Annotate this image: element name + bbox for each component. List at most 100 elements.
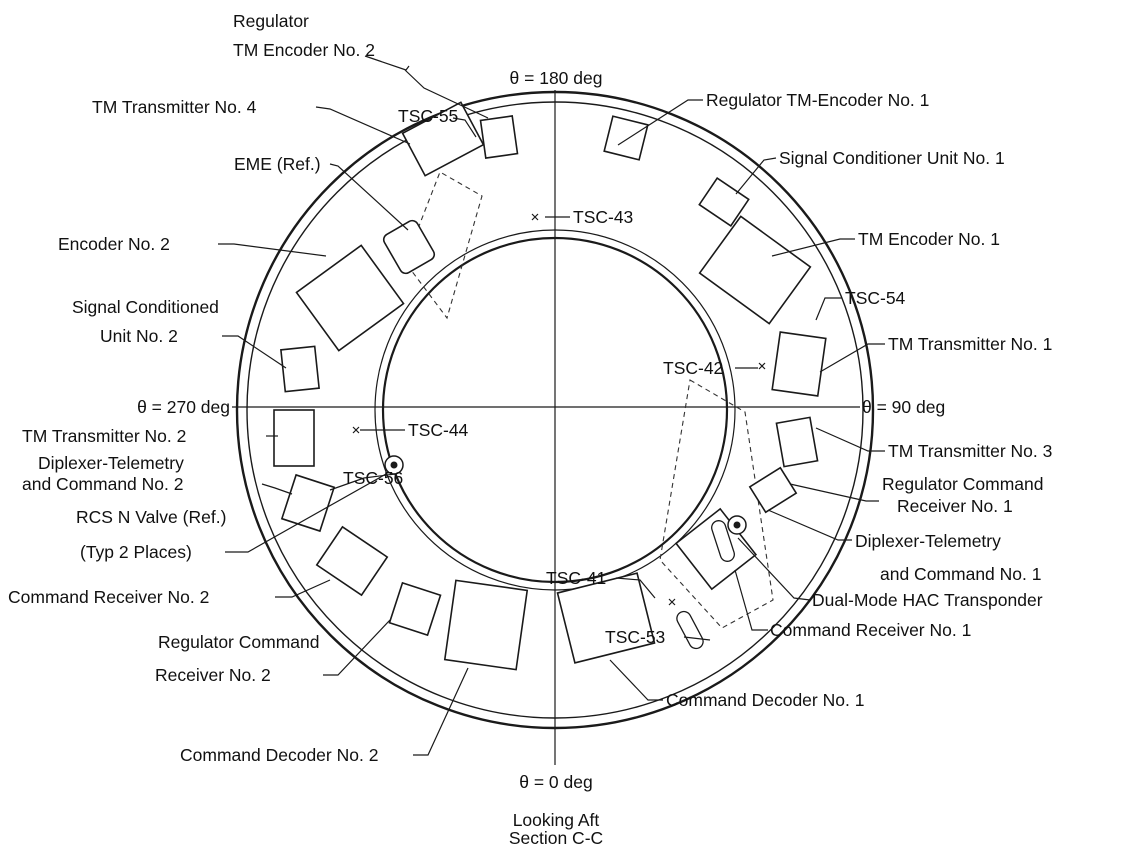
caption: Looking Aft Section C-C [509,810,603,845]
box-command-receiver-2 [315,525,389,597]
label-tm-transmitter-3: TM Transmitter No. 3 [888,441,1052,461]
leader-tsc54 [815,297,842,321]
angle-top: θ = 180 deg [510,68,603,88]
leader-encoder-2 [218,243,327,257]
label-encoder-2: Encoder No. 2 [58,234,170,254]
box-tm-transmitter-4 [401,101,485,177]
box-tm-transmitter-3 [775,416,819,468]
rcs-valve-left-core [390,461,398,469]
label-tsc41: TSC-41 [546,568,606,588]
leader-tm-tx-3 [815,427,885,452]
reference-axes [232,90,860,765]
fittings [384,455,747,650]
box-regulator-command-receiver-1 [748,466,798,514]
caption-line2: Section C-C [509,828,603,845]
box-signal-conditioner-1 [698,177,750,227]
transponder-outline [659,379,774,629]
label-signal-conditioner-unit-1: Signal Conditioner Unit No. 1 [779,148,1005,168]
label-command-decoder-1: Command Decoder No. 1 [666,690,864,710]
label-tsc53: TSC-53 [605,627,665,647]
tsc41-mark-icon [668,598,676,606]
leader-reg-tm-enc-2b [404,69,489,119]
box-regulator-command-receiver-2 [388,581,442,637]
leader-cmd-rx-1 [734,569,768,631]
label-diplexer-1-line1: Diplexer-Telemetry [855,531,1001,551]
tsc44-mark-icon [352,426,360,434]
leader-cmd-dec-2 [413,667,469,756]
tsc43-mark-icon [531,213,539,221]
label-tm-transmitter-1: TM Transmitter No. 1 [888,334,1052,354]
label-diplexer-2-line1: Diplexer-Telemetry [38,453,184,473]
angle-left: θ = 270 deg [137,397,230,417]
leader-tsc55 [452,117,477,138]
leader-tm-tx-4 [315,106,411,145]
box-regulator-tm-encoder-1 [603,115,649,161]
leader-cmd-dec-1 [609,659,663,701]
label-scu-2-line2: Unit No. 2 [100,326,178,346]
label-tsc55: TSC-55 [398,106,458,126]
label-tsc56: TSC-56 [343,468,403,488]
label-tsc43: TSC-43 [573,207,633,227]
caption-line1: Looking Aft [513,810,600,830]
leader-reg-tm-enc-2 [364,55,410,71]
label-regulator-tm-encoder-1: Regulator TM-Encoder No. 1 [706,90,929,110]
box-diplexer-2 [280,473,336,533]
leader-reg-cmd-rx-1 [789,483,879,502]
leader-reg-cmd-rx-2 [323,619,391,676]
angle-bottom: θ = 0 deg [519,772,592,792]
leader-rcs [225,473,387,553]
leader-eme [329,163,409,231]
label-diplexer-2-line2: and Command No. 2 [22,474,183,494]
label-reg-tm-enc-2-line2: TM Encoder No. 2 [233,40,375,60]
sensor-marks [352,213,766,606]
label-command-receiver-2: Command Receiver No. 2 [8,587,209,607]
angle-right: θ = 90 deg [862,397,945,417]
box-encoder-2 [295,244,405,352]
leader-tsc53 [683,636,711,641]
fitting-capsule-lower [676,610,704,650]
leader-scu-2 [222,335,287,369]
rcs-valve-right-core [733,521,741,529]
label-reg-cmd-rx-1-line1: Regulator Command [882,474,1043,494]
label-rcs-valve-line2: (Typ 2 Places) [80,542,192,562]
leader-lines [218,55,885,756]
equipment-boxes [273,101,827,671]
label-reg-cmd-rx-2-line1: Regulator Command [158,632,319,652]
leader-reg-tm-enc-1 [617,99,703,146]
leader-cmd-rx-2 [275,579,331,598]
label-tsc42: TSC-42 [663,358,723,378]
label-tsc54: TSC-54 [845,288,906,308]
box-command-decoder-1 [556,572,656,664]
label-scu-2-line1: Signal Conditioned [72,297,219,317]
label-eme: EME (Ref.) [234,154,321,174]
label-command-decoder-2: Command Decoder No. 2 [180,745,378,765]
leader-tsc41 [615,577,656,599]
label-tm-transmitter-4: TM Transmitter No. 4 [92,97,257,117]
leader-tm-enc-1 [771,238,855,257]
box-signal-conditioner-2 [280,345,320,393]
label-dual-mode-hac-transponder: Dual-Mode HAC Transponder [812,590,1043,610]
leader-dip-2 [261,483,293,495]
fitting-capsule-upper [711,520,735,562]
box-eme [382,219,436,275]
leader-scu-1 [735,157,777,195]
label-command-receiver-1: Command Receiver No. 1 [770,620,971,640]
box-tm-encoder-1 [698,215,812,325]
component-labels: Regulator TM Encoder No. 2 TM Transmitte… [8,11,1052,765]
label-tm-transmitter-2: TM Transmitter No. 2 [22,426,186,446]
leader-tm-tx-1 [819,343,885,373]
leader-dip-1 [767,509,852,541]
box-command-decoder-2 [443,579,529,671]
label-reg-tm-enc-2-line1: Regulator [233,11,309,31]
box-regulator-tm-encoder-2 [479,115,519,159]
box-tm-transmitter-2 [273,409,315,467]
tsc42-mark-icon [758,362,766,370]
label-reg-cmd-rx-2-line2: Receiver No. 2 [155,665,271,685]
label-tm-encoder-1: TM Encoder No. 1 [858,229,1000,249]
angle-labels: θ = 180 deg θ = 90 deg θ = 270 deg θ = 0… [137,68,945,792]
box-tm-transmitter-1 [771,331,827,397]
label-rcs-valve-line1: RCS N Valve (Ref.) [76,507,226,527]
leader-dual-mode [737,537,811,601]
label-reg-cmd-rx-1-line2: Receiver No. 1 [897,496,1013,516]
